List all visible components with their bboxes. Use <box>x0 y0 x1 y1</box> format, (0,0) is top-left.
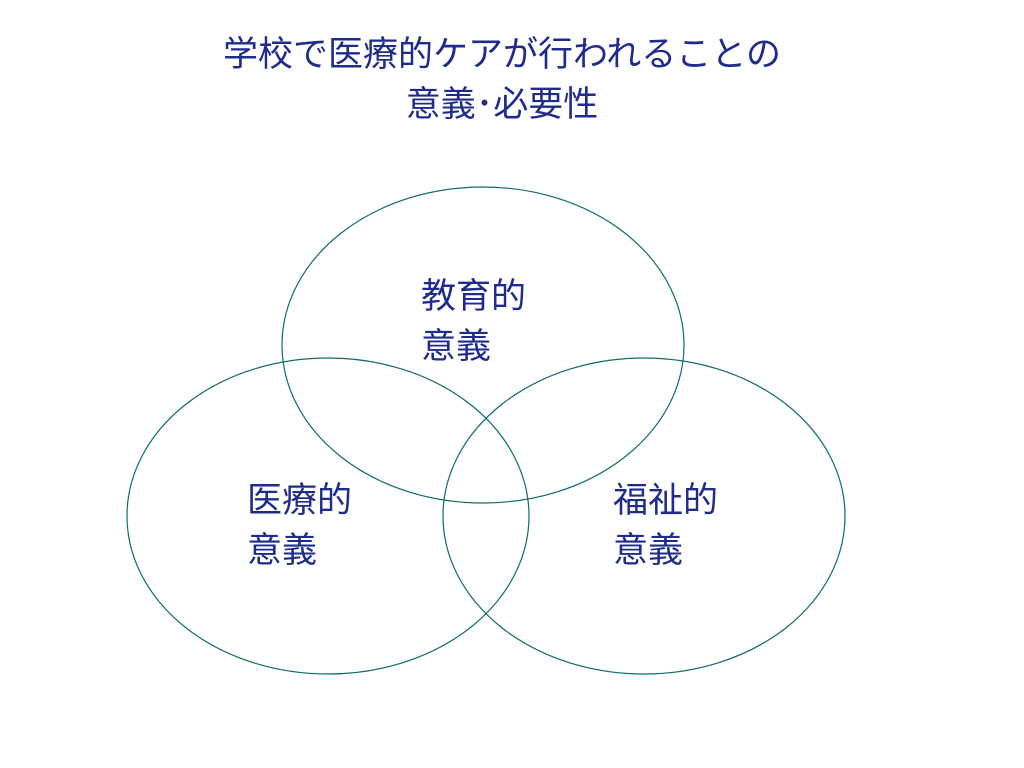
education-label-line-2: 意義 <box>421 327 492 367</box>
welfare-label-line-1: 福祉的 <box>613 481 719 521</box>
slide-title-line-1: 学校で医療的ケアが行われることの <box>223 35 781 75</box>
education-circle <box>281 186 685 504</box>
medical-circle <box>126 357 530 675</box>
slide-title-line-2: 意義･必要性 <box>405 85 599 125</box>
medical-label-line-2: 意義 <box>247 531 318 571</box>
medical-label: 医療的 意義 <box>247 476 352 576</box>
education-label: 教育的 意義 <box>421 272 526 372</box>
education-label-line-1: 教育的 <box>421 277 527 317</box>
welfare-label-line-2: 意義 <box>613 531 684 571</box>
welfare-circle <box>442 357 846 675</box>
slide-title: 学校で医療的ケアが行われることの 意義･必要性 <box>0 30 1004 130</box>
welfare-label: 福祉的 意義 <box>613 476 718 576</box>
medical-label-line-1: 医療的 <box>247 481 353 521</box>
